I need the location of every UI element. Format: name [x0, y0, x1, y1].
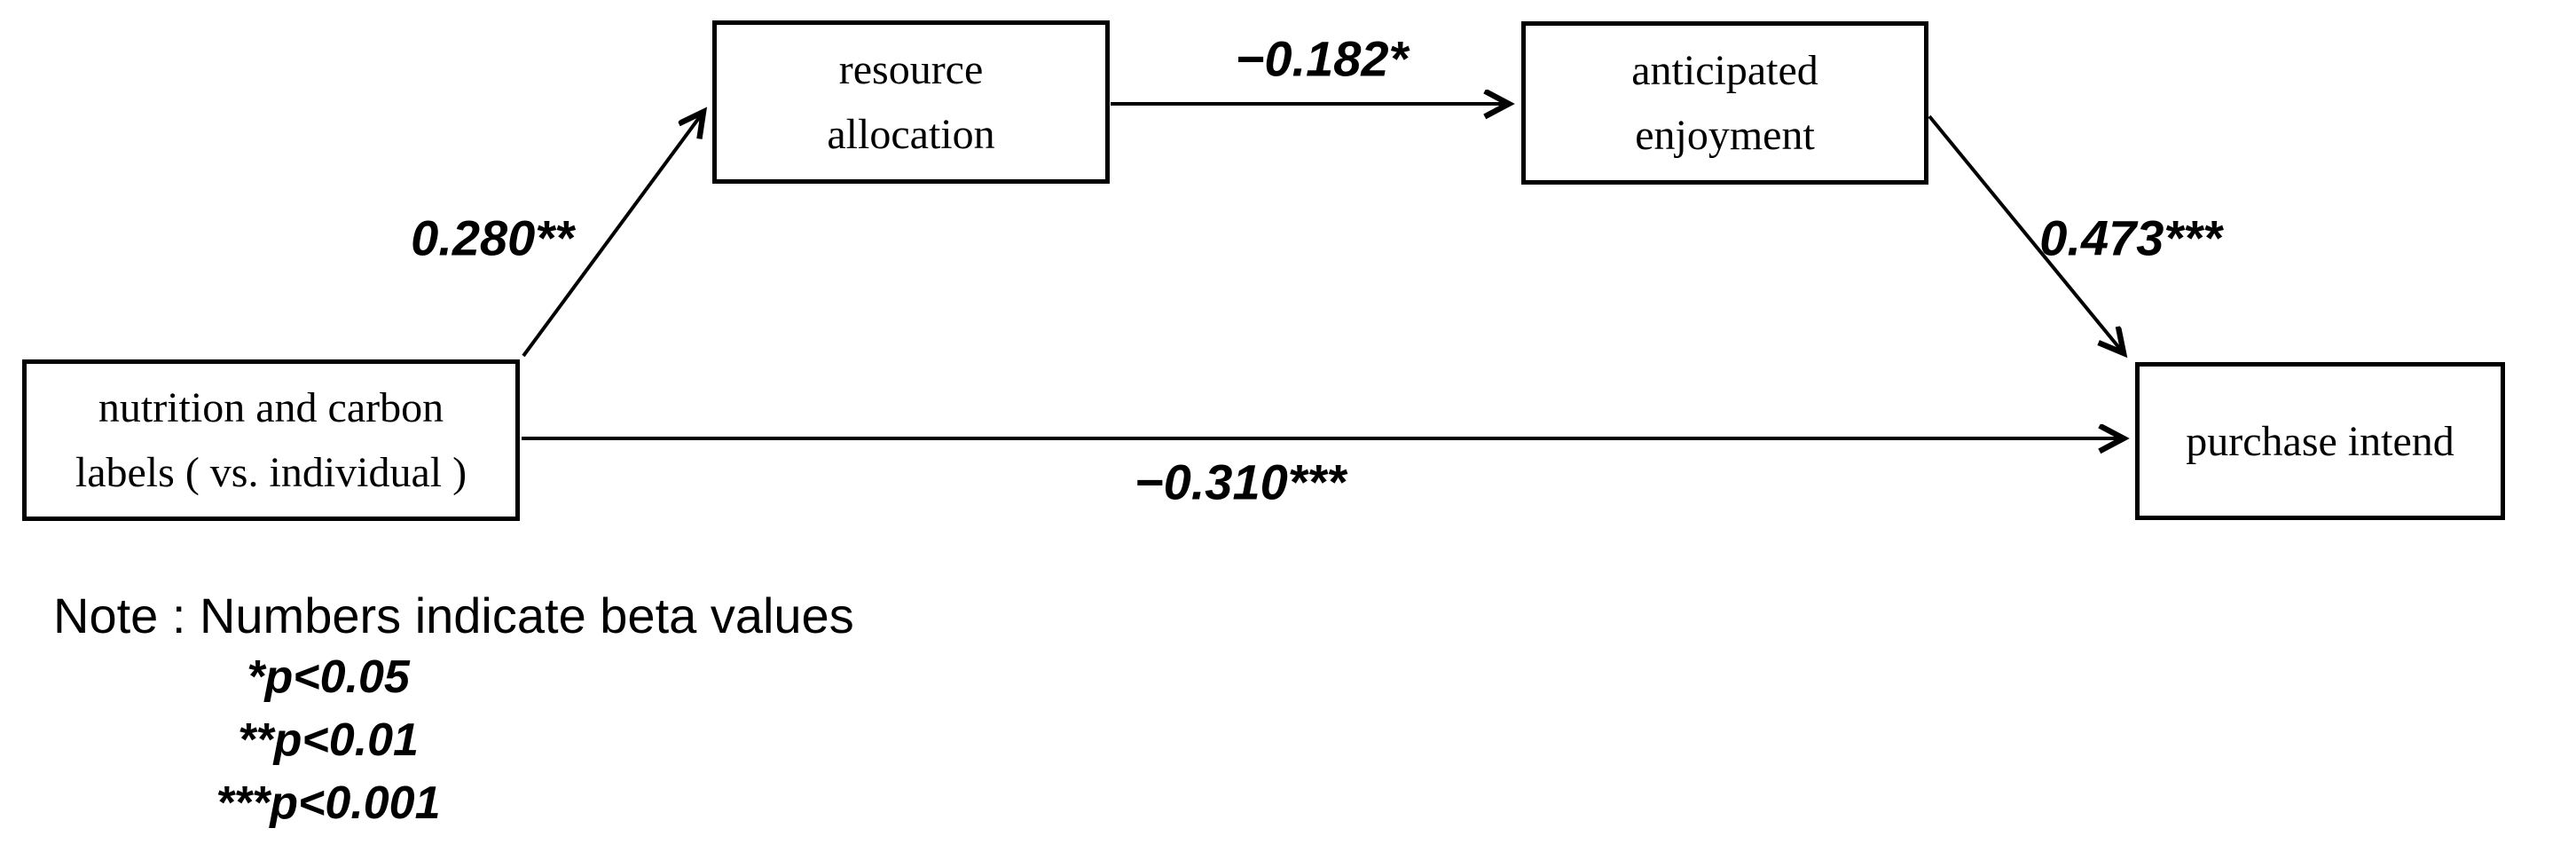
node-purchase-intend-line1: purchase intend: [2186, 417, 2454, 465]
node-anticipated-enjoyment: anticipated enjoyment: [1521, 21, 1928, 185]
significance-levels: *p<0.05 **p<0.01 ***p<0.001: [53, 646, 603, 835]
node-purchase-intend: purchase intend: [2135, 362, 2505, 520]
figure-note: Note : Numbers indicate beta values *p<0…: [53, 586, 854, 835]
node-resource-allocation-line2: allocation: [827, 111, 995, 158]
node-resource-allocation: resource allocation: [712, 20, 1110, 184]
node-resource-allocation-line1: resource: [838, 46, 984, 93]
sig-level-p01: **p<0.01: [238, 714, 419, 766]
beta-label-mediator2-to-outcome: 0.473***: [2039, 209, 2222, 266]
arrow-mediator2-to-outcome: [1928, 114, 2124, 353]
node-nutrition-carbon-labels: nutrition and carbon labels ( vs. indivi…: [22, 359, 520, 521]
beta-label-predictor-to-mediator1: 0.280**: [411, 209, 574, 266]
arrow-predictor-to-mediator1: [522, 112, 703, 358]
note-heading: Note : Numbers indicate beta values: [53, 588, 854, 643]
beta-label-mediator1-to-mediator2: −0.182*: [1235, 30, 1409, 87]
sig-level-p05: *p<0.05: [247, 651, 410, 703]
node-anticipated-enjoyment-line2: enjoyment: [1635, 112, 1815, 159]
node-nutrition-carbon-labels-line2: labels ( vs. individual ): [75, 449, 467, 496]
beta-label-direct-path: −0.310***: [1134, 454, 1347, 510]
node-nutrition-carbon-labels-line1: nutrition and carbon: [98, 384, 444, 431]
sig-level-p001: ***p<0.001: [216, 777, 441, 829]
node-anticipated-enjoyment-line1: anticipated: [1631, 47, 1818, 94]
